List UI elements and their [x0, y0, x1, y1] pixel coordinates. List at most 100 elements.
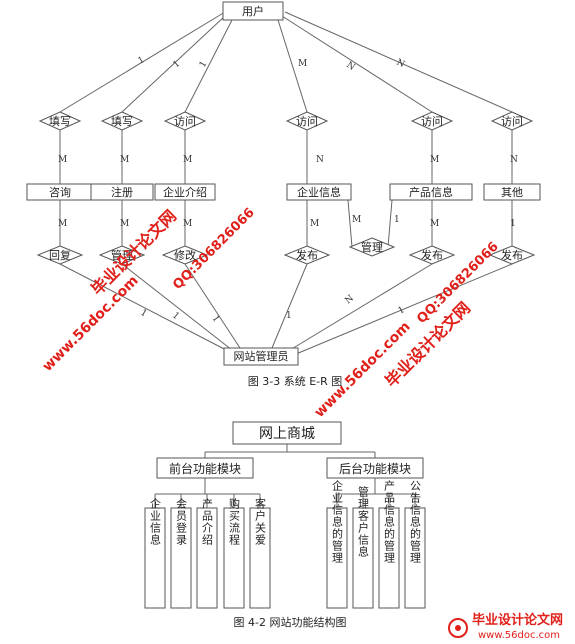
entity-admin: 网站管理员	[223, 347, 299, 366]
er-connectors	[59, 11, 513, 355]
entity-user: 用户	[222, 1, 284, 21]
site-logo: 毕业设计论文网 www.56doc.com	[448, 612, 563, 641]
module-leaf: 会员登录	[170, 498, 192, 609]
cardinality-label: 1	[198, 60, 210, 70]
entity-consult: 咨询	[26, 183, 94, 201]
entity-register: 注册	[90, 183, 154, 201]
tree-root: 网上商城	[232, 421, 342, 445]
relation-visit-3: 访问	[410, 111, 454, 131]
relation-manage-1: 管理	[98, 245, 146, 265]
svg-text:网上商城: 网上商城	[259, 426, 315, 442]
svg-text:访问: 访问	[296, 115, 318, 128]
svg-text:网站管理员: 网站管理员	[234, 349, 289, 363]
cardinality-label: M	[58, 219, 67, 229]
module-leaf: 企业信息的管理	[326, 479, 348, 609]
tree-front-module: 前台功能模块	[156, 457, 254, 479]
relation-manage-2: 管理	[348, 237, 396, 257]
cardinality-label: M	[58, 155, 67, 165]
logo-brand: 毕业设计论文网	[472, 612, 563, 628]
svg-text:填写: 填写	[111, 114, 133, 128]
svg-text:填写: 填写	[49, 114, 71, 128]
cardinality-label: 1	[210, 314, 221, 324]
tree-caption: 图 4-2 网站功能结构图	[234, 615, 347, 629]
relation-visit-2: 访问	[285, 111, 329, 131]
cardinality-label: M	[183, 155, 192, 165]
cardinality-label: M	[430, 155, 439, 165]
module-leaf-label: 产品信息的管理	[383, 479, 396, 564]
entity-intro: 企业介绍	[154, 183, 216, 201]
relation-modify: 修改	[161, 245, 209, 265]
module-leaf: 公告信息的管理	[404, 480, 426, 609]
module-leaf: 产品介绍	[196, 497, 218, 609]
module-leaf: 产品信息的管理	[378, 479, 400, 609]
module-leaf-label: 企业信息的管理	[331, 479, 344, 564]
module-leaf-label: 管理客户信息	[357, 485, 370, 558]
svg-text:回复: 回复	[49, 248, 71, 262]
svg-text:其他: 其他	[501, 186, 523, 199]
module-leaf-label: 会员登录	[175, 498, 188, 546]
cardinality-label: N	[344, 293, 357, 306]
front-leaves: 企业信息会员登录产品介绍 购买流程客户关爱	[144, 497, 271, 609]
svg-text:咨询: 咨询	[49, 185, 71, 199]
cardinality-label: M	[298, 59, 307, 69]
svg-text:注册: 注册	[111, 185, 133, 199]
cardinality-label: 1	[510, 219, 516, 229]
logo-dot-icon	[455, 625, 461, 631]
svg-text:访问: 访问	[501, 115, 523, 128]
svg-text:前台功能模块: 前台功能模块	[169, 461, 241, 476]
module-leaf-label: 公告信息的管理	[409, 480, 422, 564]
module-leaf-label: 企业信息	[149, 497, 162, 546]
er-caption: 图 3-3 系统 E-R 图	[248, 375, 343, 388]
svg-text:企业介绍: 企业介绍	[163, 185, 207, 199]
svg-text:管理: 管理	[361, 240, 383, 254]
cardinality-label: M	[310, 219, 319, 229]
relation-visit-1: 访问	[163, 111, 207, 131]
logo-url: www.56doc.com	[478, 630, 560, 641]
cardinality-label: M	[120, 155, 129, 165]
svg-text:访问: 访问	[421, 115, 443, 128]
logo-icon	[448, 618, 468, 638]
cardinality-label: M	[430, 219, 439, 229]
cardinality-label: N	[510, 155, 518, 165]
cardinality-label: M	[120, 219, 129, 229]
module-leaf: 管理客户信息	[352, 485, 374, 609]
cardinality-label: 1	[172, 59, 183, 70]
cardinality-label: M	[183, 219, 192, 229]
svg-text:发布: 发布	[421, 248, 443, 262]
relation-reply: 回复	[36, 245, 84, 265]
module-leaf-label: 产品介绍	[201, 497, 214, 546]
cardinality-labels: 1 1 1 M N N M M M N M N M M M M M 1 M 1 …	[58, 55, 518, 324]
entity-other: 其他	[483, 183, 541, 201]
svg-text:产品信息: 产品信息	[409, 185, 453, 199]
relation-fill-1: 填写	[38, 111, 82, 131]
module-leaf-label: 购买流程	[228, 497, 241, 546]
cardinality-label: 1	[139, 308, 149, 320]
svg-text:发布: 发布	[296, 248, 318, 262]
cardinality-label: M	[352, 215, 361, 225]
entity-product: 产品信息	[389, 183, 473, 201]
relation-fill-2: 填写	[100, 111, 144, 131]
relation-publish-2: 发布	[408, 245, 456, 265]
entity-info: 企业信息	[286, 183, 352, 201]
module-leaf: 客户关爱	[249, 497, 271, 609]
module-leaf-label: 客户关爱	[254, 497, 267, 546]
back-leaves: 企业信息的管理管理客户信息产品信息的管理公告信息的管理	[326, 479, 426, 609]
cardinality-label: N	[395, 58, 406, 70]
cardinality-label: 1	[394, 215, 400, 225]
svg-text:用户: 用户	[242, 4, 264, 18]
module-leaf: 购买流程	[223, 497, 245, 609]
svg-text:发布: 发布	[501, 248, 523, 262]
module-leaf: 企业信息	[144, 497, 166, 609]
relation-publish-1: 发布	[283, 245, 331, 265]
cardinality-label: 1	[397, 305, 407, 317]
cardinality-label: 1	[170, 311, 181, 322]
relation-publish-3: 发布	[488, 245, 536, 265]
svg-text:后台功能模块: 后台功能模块	[339, 461, 411, 476]
cardinality-label: N	[316, 155, 324, 165]
cardinality-label: 1	[137, 55, 147, 67]
svg-text:访问: 访问	[174, 115, 196, 128]
tree-connectors	[154, 444, 416, 508]
cardinality-label: 1	[286, 311, 292, 321]
relation-visit-4: 访问	[490, 111, 534, 131]
